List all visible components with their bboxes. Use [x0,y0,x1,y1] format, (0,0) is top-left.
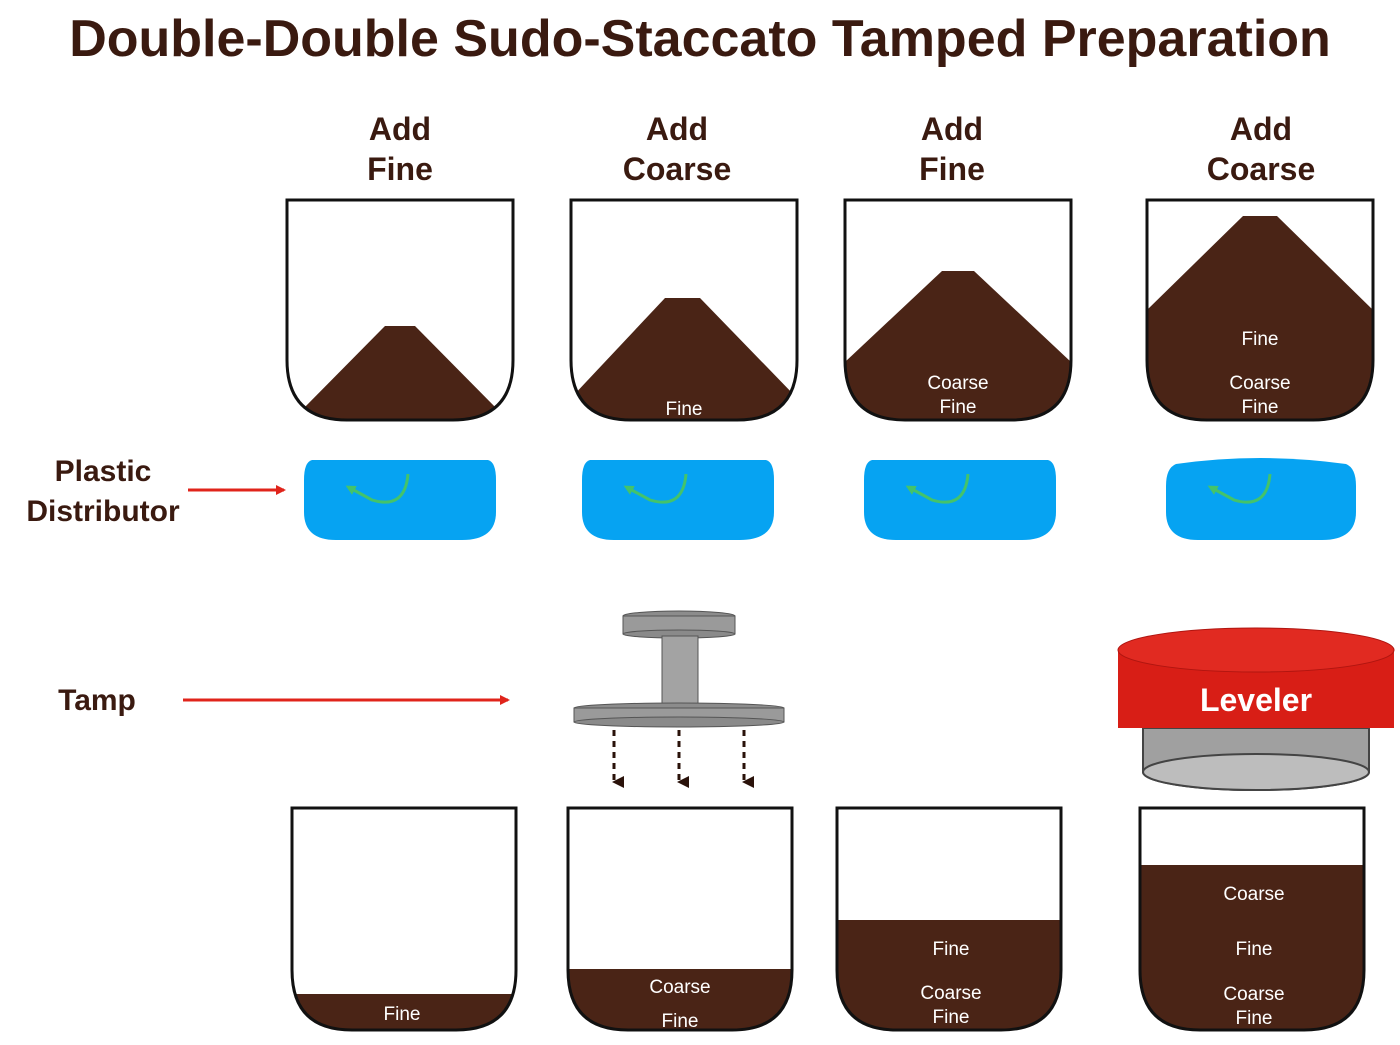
step-1-line2: Fine [367,151,433,187]
layer-label: Coarse [1223,884,1284,905]
layer-label: Fine [1242,397,1279,418]
coffee-mound [845,271,1071,420]
leveler-top [1117,627,1395,673]
tamper-icon [573,610,785,788]
distributor-3 [864,460,1056,540]
layer-label: Coarse [927,373,988,394]
basket-outline [290,806,518,1032]
basket-outline [566,806,794,1032]
bottom-basket-2: Coarse Fine [566,806,794,1032]
step-1-line1: Add [369,111,431,147]
top-basket-4: Fine Coarse Fine [1145,198,1375,422]
tamp-label: Tamp [58,684,136,717]
rotate-arrow-icon [1207,473,1272,504]
tamper-shaft [661,635,699,709]
top-basket-2: Fine [569,198,799,422]
basket-outline [1145,198,1375,422]
step-3-line1: Add [921,111,983,147]
step-heading-4: Add Coarse [1207,111,1316,187]
layer-label: Fine [384,1004,421,1025]
page-title: Double-Double Sudo-Staccato Tamped Prepa… [69,10,1331,68]
top-basket-1 [285,198,515,422]
distributor-4 [1166,458,1356,540]
layer-label: Fine [933,1007,970,1028]
distributor-label-line2: Distributor [26,495,180,528]
tamper-base-bottom [573,716,785,728]
layer-label: Fine [1242,329,1279,350]
layer-label: Fine [1236,939,1273,960]
coffee-mound [571,298,797,420]
step-heading-3: Add Fine [919,111,985,187]
leveler-foot-bottom [1142,753,1370,791]
layer-label: Fine [940,397,977,418]
bottom-basket-1: Fine [290,806,518,1032]
top-basket-3: Coarse Fine [843,198,1073,422]
coffee-mound [300,326,500,420]
step-2-line2: Coarse [623,151,732,187]
distributor-body [304,460,496,540]
basket-outline [569,198,799,422]
step-4-line1: Add [1230,111,1292,147]
bottom-basket-4: Coarse Fine Coarse Fine [1138,806,1366,1032]
basket-outline [285,198,515,422]
basket-outline [843,198,1073,422]
distributor-body [864,460,1056,540]
rotate-arrow-icon [623,473,688,504]
bottom-basket-3: Fine Coarse Fine [835,806,1063,1032]
leveler-label: Leveler [1200,682,1312,718]
coffee-mound [1147,216,1373,420]
layer-label: Coarse [1223,984,1284,1005]
step-2-line1: Add [646,111,708,147]
distributor-1 [304,460,496,540]
step-3-line2: Fine [919,151,985,187]
distributor-label: Plastic Distributor [26,455,180,528]
step-heading-1: Add Fine [367,111,433,187]
distributor-2 [582,460,774,540]
layer-label: Fine [666,399,703,420]
layer-label: Fine [662,1011,699,1032]
layer-label: Fine [933,939,970,960]
layer-label: Coarse [649,977,710,998]
coffee-puck [1140,865,1364,1030]
rotate-arrow-icon [905,473,970,504]
layer-label: Coarse [920,983,981,1004]
coffee-puck [568,969,792,1030]
distributor-label-line1: Plastic [55,455,152,488]
step-heading-2: Add Coarse [623,111,732,187]
layer-label: Fine [1236,1008,1273,1029]
step-4-line2: Coarse [1207,151,1316,187]
basket-outline [1138,806,1366,1032]
layer-label: Coarse [1229,373,1290,394]
coffee-puck [837,920,1061,1030]
coffee-puck [292,994,516,1030]
rotate-arrow-icon [345,473,410,504]
basket-outline [835,806,1063,1032]
leveler-icon: Leveler [1117,627,1395,791]
distributor-body [582,460,774,540]
